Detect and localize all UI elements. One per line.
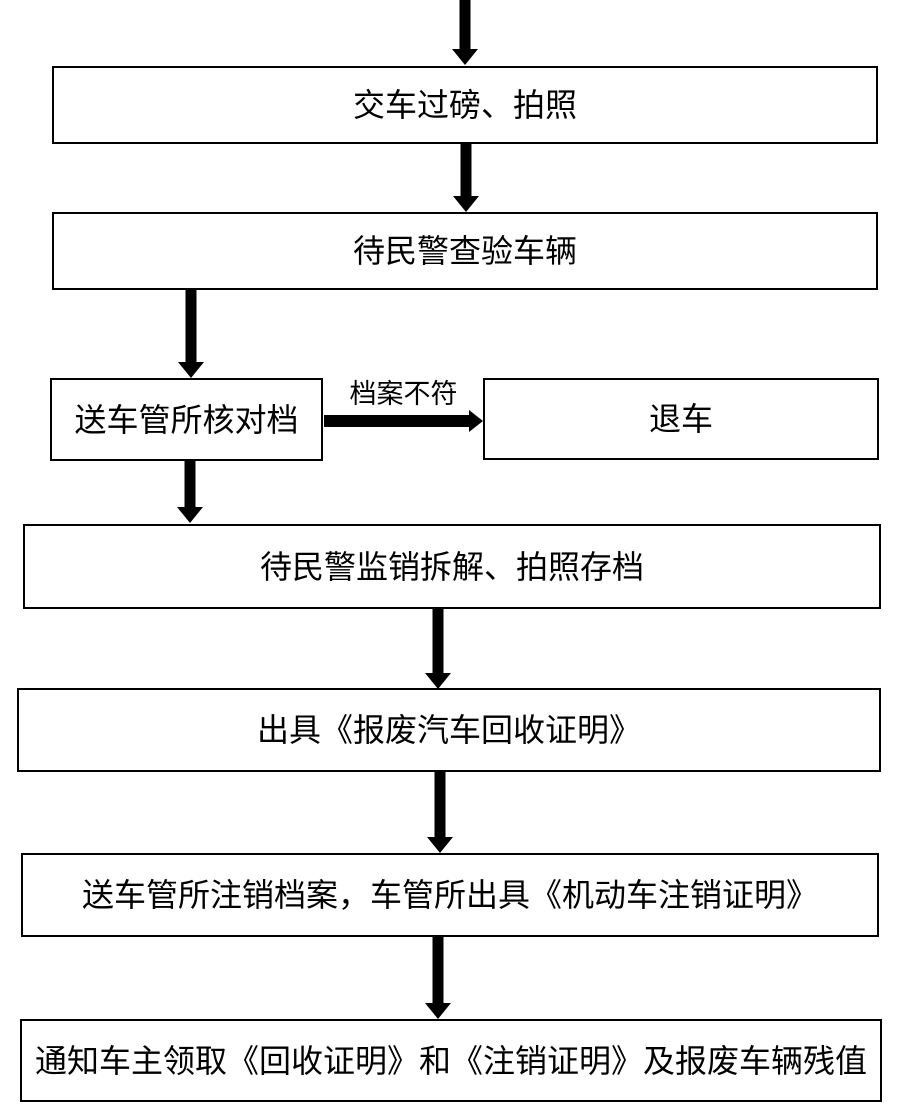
arrow-down-5-icon	[427, 772, 453, 853]
arrow-head-icon	[425, 1003, 451, 1019]
node-supervised-dismantling-label: 待民警监销拆解、拍照存档	[259, 548, 644, 585]
edge-label-file-mismatch: 档案不符	[349, 379, 458, 409]
arrow-head-icon	[452, 49, 478, 65]
node-notify-owner-label: 通知车主领取《回收证明》和《注销证明》及报废车辆残值	[34, 1042, 867, 1079]
arrow-shaft	[324, 415, 469, 427]
node-police-inspection: 待民警查验车辆	[52, 212, 878, 290]
arrow-head-icon	[425, 673, 451, 689]
arrow-head-icon	[177, 507, 203, 523]
arrow-down-2-icon	[178, 290, 204, 378]
arrow-right-file-mismatch-icon	[324, 410, 483, 432]
node-notify-owner: 通知车主领取《回收证明》和《注销证明》及报废车辆残值	[20, 1019, 882, 1102]
node-cancel-registration: 送车管所注销档案，车管所出具《机动车注销证明》	[21, 853, 879, 937]
node-supervised-dismantling: 待民警监销拆解、拍照存档	[23, 524, 881, 609]
node-issue-recycling-certificate-label: 出具《报废汽车回收证明》	[256, 712, 641, 748]
arrow-shaft	[432, 609, 444, 673]
node-weigh-and-photo-label: 交车过磅、拍照	[352, 87, 577, 123]
node-issue-recycling-certificate: 出具《报废汽车回收证明》	[17, 688, 881, 772]
arrow-down-into-weigh-photo-icon	[452, 0, 478, 65]
node-return-vehicle: 退车	[483, 378, 879, 460]
arrow-down-6-icon	[425, 937, 451, 1019]
arrow-down-4-icon	[425, 609, 451, 689]
arrow-shaft	[460, 144, 472, 196]
node-vmo-file-check-label: 送车管所核对档	[74, 401, 299, 438]
node-return-vehicle-label: 退车	[648, 401, 713, 437]
node-police-inspection-label: 待民警查验车辆	[352, 233, 577, 269]
arrow-head-icon	[469, 410, 483, 432]
arrow-down-3-icon	[177, 461, 203, 523]
arrow-shaft	[184, 461, 196, 507]
node-weigh-and-photo: 交车过磅、拍照	[52, 66, 878, 144]
node-vmo-file-check: 送车管所核对档	[50, 378, 323, 461]
arrow-down-1-icon	[453, 144, 479, 212]
arrow-head-icon	[178, 362, 204, 378]
arrow-shaft	[434, 772, 446, 837]
arrow-shaft	[459, 0, 471, 49]
arrow-head-icon	[453, 196, 479, 212]
node-cancel-registration-label: 送车管所注销档案，车管所出具《机动车注销证明》	[81, 877, 818, 913]
arrow-shaft	[185, 290, 197, 362]
arrow-shaft	[432, 937, 444, 1003]
arrow-head-icon	[427, 837, 453, 853]
